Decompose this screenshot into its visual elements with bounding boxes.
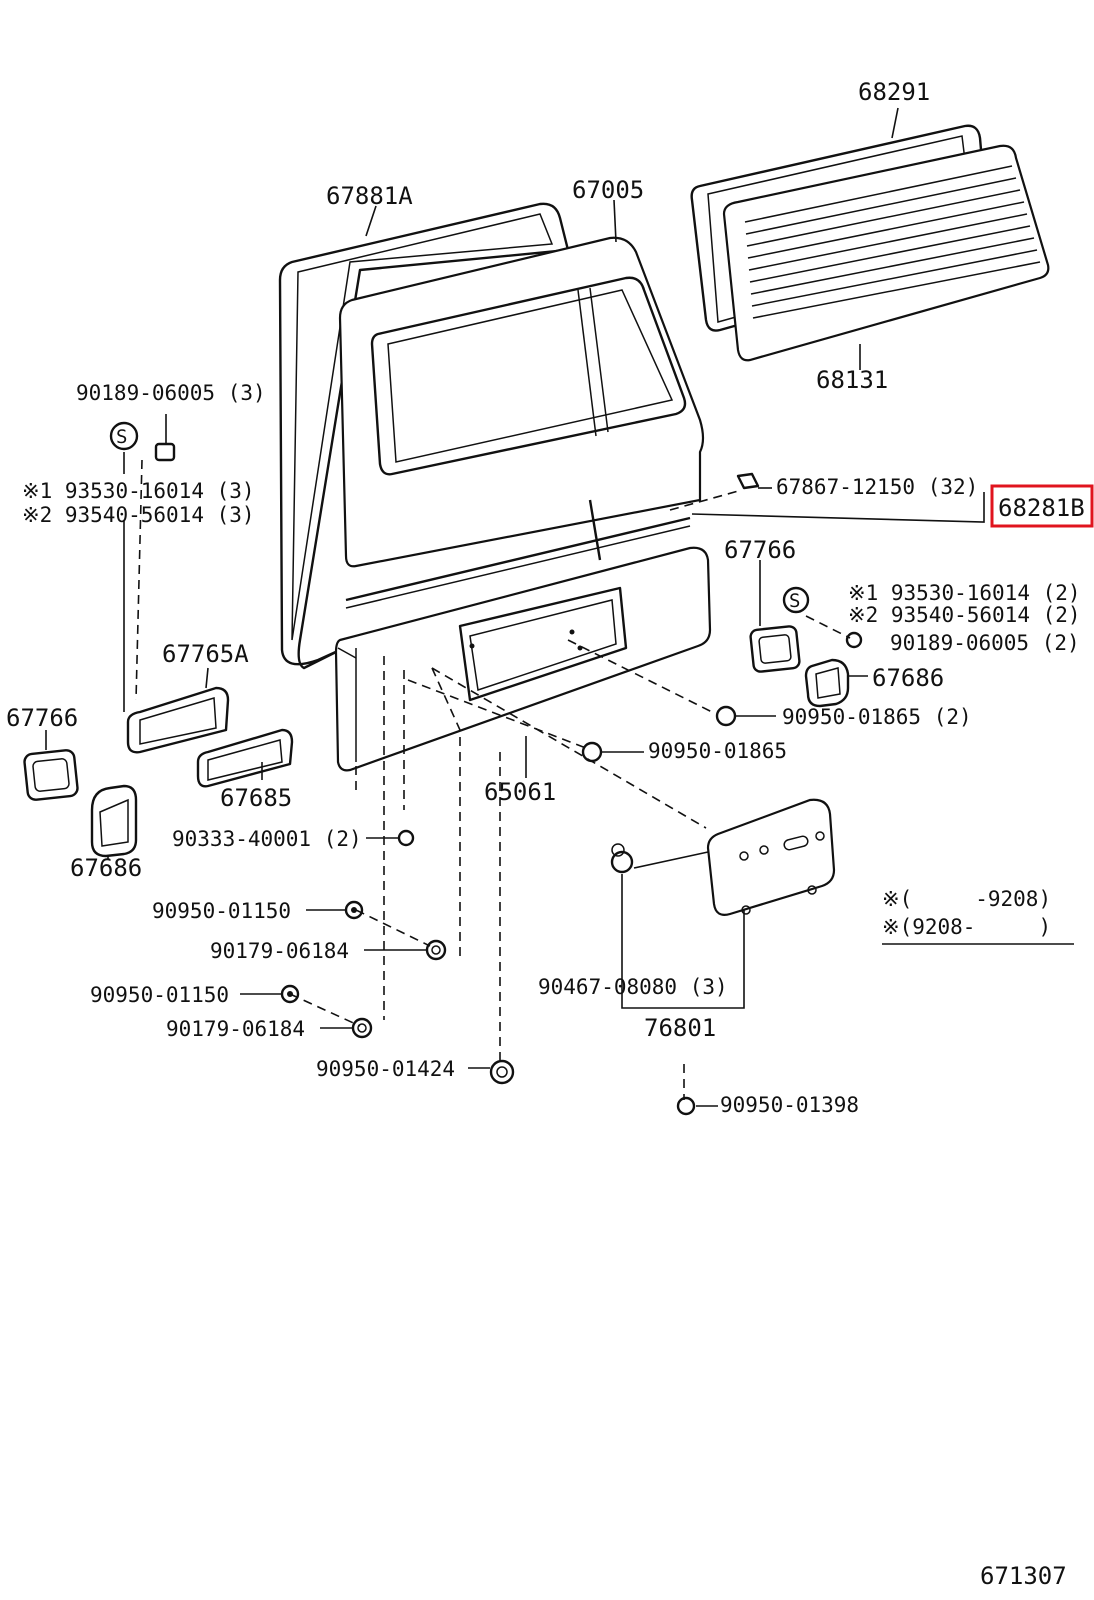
label-90950-01865: 90950-01865: [648, 739, 787, 763]
label-76801: 76801: [644, 1014, 716, 1042]
s-mark-left: S: [116, 426, 127, 448]
label-65061: 65061: [484, 778, 556, 806]
label-90189-06005-2: 90189-06005 (2): [890, 631, 1080, 655]
label-93540-56014-3: ※2 93540-56014 (3): [22, 503, 255, 527]
label-90467-08080: 90467-08080 (3): [538, 975, 728, 999]
lower-door-trim-65061[interactable]: [334, 546, 712, 772]
plug-90950-01150-a[interactable]: [344, 900, 364, 920]
seal-67765A[interactable]: [126, 686, 230, 754]
seal-67686-right[interactable]: [804, 658, 850, 708]
plug-90333-40001[interactable]: [397, 829, 415, 847]
seal-67766-right[interactable]: [749, 625, 801, 673]
label-67685: 67685: [220, 784, 292, 812]
label-90179-06184-a: 90179-06184: [210, 939, 349, 963]
seal-67685[interactable]: [196, 728, 294, 788]
label-68131: 68131: [816, 366, 888, 394]
plug-90950-01150-b[interactable]: [280, 984, 300, 1004]
plug-90950-01398[interactable]: [676, 1096, 696, 1116]
label-67765A: 67765A: [162, 640, 249, 668]
back-window-glass-68131[interactable]: [722, 144, 1050, 362]
label-67686-left: 67686: [70, 854, 142, 882]
seal-67686-left[interactable]: [90, 784, 138, 858]
label-90950-01865-2: 90950-01865 (2): [782, 705, 972, 729]
label-68281B[interactable]: 68281B: [998, 494, 1085, 522]
label-90189-06005-3: 90189-06005 (3): [76, 381, 266, 405]
label-67867-12150: 67867-12150 (32): [776, 475, 978, 499]
plug-90179-06184-b[interactable]: [351, 1017, 373, 1039]
label-90950-01150-a: 90950-01150: [152, 899, 291, 923]
label-90179-06184-b: 90179-06184: [166, 1017, 305, 1041]
clip-67867-12150[interactable]: [736, 472, 760, 490]
clip-90189-06005-right[interactable]: [845, 631, 863, 649]
lock-cover-76801[interactable]: [706, 798, 836, 916]
label-67881A: 67881A: [326, 182, 413, 210]
label-67686-right: 67686: [872, 664, 944, 692]
label-67766-left: 67766: [6, 704, 78, 732]
leader-lines: [45, 107, 1074, 1107]
label-93530-16014-3: ※1 93530-16014 (3): [22, 479, 255, 503]
seal-67766-left[interactable]: [23, 749, 79, 801]
back-door-panel-67005[interactable]: [338, 236, 705, 609]
label-93540-56014-2: ※2 93540-56014 (2): [848, 603, 1081, 627]
diagram-code: 671307: [980, 1562, 1067, 1590]
label-90333-40001: 90333-40001 (2): [172, 827, 362, 851]
plug-90950-01424[interactable]: [489, 1059, 515, 1085]
clip-90189-06005-left[interactable]: [154, 442, 176, 462]
label-90950-01150-b: 90950-01150: [90, 983, 229, 1007]
door-weatherstrip-67881A[interactable]: [278, 202, 570, 670]
s-mark-right: S: [789, 590, 800, 612]
plug-90179-06184-a[interactable]: [425, 939, 447, 961]
highlight-box-68281B[interactable]: [990, 484, 1094, 528]
label-68291: 68291: [858, 78, 930, 106]
label-90950-01424: 90950-01424: [316, 1057, 455, 1081]
clip-90467-08080[interactable]: [610, 843, 634, 874]
screw-s-mark-right[interactable]: S: [782, 586, 810, 614]
label-67766-right: 67766: [724, 536, 796, 564]
legend-line-2: ※(9208- ): [882, 915, 1051, 939]
label-93530-16014-2: ※1 93530-16014 (2): [848, 581, 1081, 605]
plug-90950-01865-2[interactable]: [715, 705, 737, 727]
label-67005: 67005: [572, 176, 644, 204]
legend-line-1: ※( -9208): [882, 887, 1051, 911]
label-90950-01398: 90950-01398: [720, 1093, 859, 1117]
screw-s-mark-left[interactable]: S: [109, 421, 139, 451]
plug-90950-01865[interactable]: [581, 741, 603, 763]
assembly-dashed-lines: [135, 459, 851, 1100]
